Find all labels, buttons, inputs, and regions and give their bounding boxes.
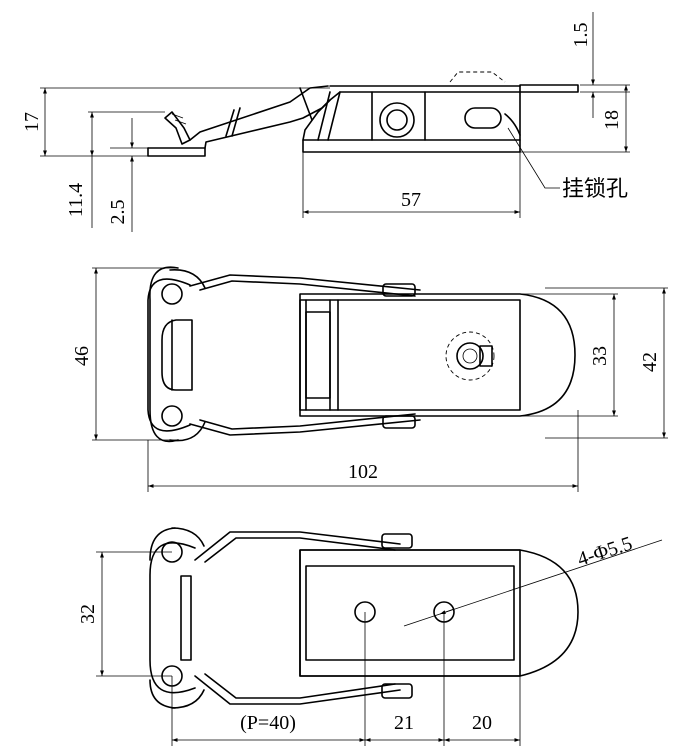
dim-21: 21 [394, 712, 414, 734]
dim-hole-spec: 4-Φ5.5 [575, 532, 635, 570]
dim-46: 46 [71, 346, 93, 366]
padlock-hole-label: 挂锁孔 [562, 177, 628, 202]
dim-20: 20 [472, 712, 492, 734]
dim-2-5: 2.5 [107, 200, 129, 225]
dim-33: 33 [589, 346, 611, 366]
dim-102: 102 [348, 461, 378, 483]
dim-1-5: 1.5 [570, 23, 592, 48]
dim-pitch: (P=40) [240, 712, 296, 734]
dim-11-4: 11.4 [65, 183, 87, 217]
dim-32: 32 [77, 604, 99, 624]
top-view: 46 33 42 102 [71, 266, 668, 492]
bottom-view: 4-Φ5.5 32 (P=40) 21 20 [77, 527, 663, 746]
dim-57: 57 [401, 189, 421, 211]
dim-42: 42 [639, 352, 661, 372]
dim-17: 17 [21, 112, 43, 132]
side-view: 17 11.4 2.5 1.5 18 57 挂锁孔 [21, 12, 630, 232]
dim-18: 18 [601, 110, 623, 130]
